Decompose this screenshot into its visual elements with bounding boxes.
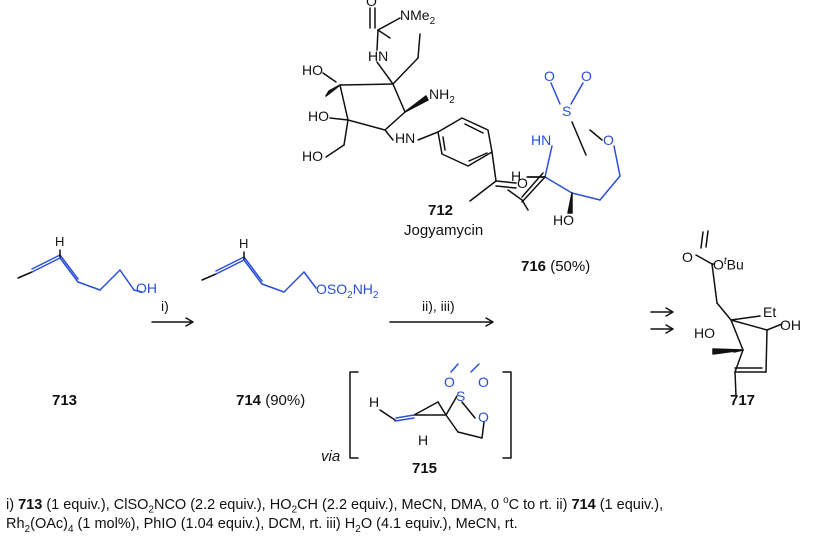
structure-714 [201,251,317,293]
atom-h-715b: H [418,432,429,448]
caption-line2-part: (OAc) [30,516,68,532]
caption-line2-part: 2 [24,523,31,535]
compound-717-number: 717 [730,392,756,409]
compound-714-label: 714 (90%) [236,392,306,409]
atom-h-715a: H [369,394,380,410]
arrow-step2 [389,317,494,327]
structure-717 [695,230,783,397]
compound-712-name: Jogyamycin [404,222,484,239]
caption-line1-part: 2 [148,504,154,516]
via-label: via [321,448,341,465]
conditions-line-2: Rh2(OAc)4 (1 mol%), PhIO (1.04 equiv.), … [6,513,518,541]
atom-oh-717: OH [780,317,801,333]
atom-s-716: S [562,103,572,119]
step2-label: ii), iii) [422,298,455,314]
caption-line1-part: C to rt. ii) [508,496,572,513]
compound-713-number: 713 [52,392,78,409]
compound-712-number: 712 [428,202,454,219]
atom-o-717a: O [682,249,693,265]
structure-713 [17,249,143,293]
compound-716-label: 716 (50%) [521,258,591,275]
atom-et: Et [763,304,777,320]
atom-otbu: OtBu [713,256,744,273]
atom-nh2: NH2 [429,86,455,106]
atom-hn-716: HN [531,132,552,148]
caption-line1-part: (1 equiv.), ClSO [42,496,149,513]
atom-ho-1: HO [302,62,323,78]
atom-o-carbonyl: O [366,0,377,9]
atom-ho-2: HO [308,108,329,124]
caption-line1-part: (1 equiv.), [595,496,664,513]
atom-ho-3: HO [302,148,323,164]
atom-nme2: NMe2 [400,7,436,27]
atom-o-716b: O [581,68,592,84]
caption-line1-part: CH (2.2 equiv.), MeCN, DMA, 0 [297,496,504,513]
atom-o-acetyl: O [517,175,528,191]
structure-715 [349,363,512,459]
atom-s-715: S [456,388,466,404]
atom-o-715c: O [478,409,489,425]
atom-hn-aryl: HN [395,130,416,146]
caption-line2-part: (1 mol%), PhIO (1.04 equiv.), DCM, rt. i… [73,516,356,532]
atom-hn: HN [368,48,389,64]
atom-oh-713: OH [136,280,157,296]
structure-712 [322,7,517,202]
caption-line2-part: 2 [355,523,361,535]
caption-line1-part: o [503,495,509,506]
caption-line1-part: 713 [18,496,43,513]
atom-oso2nh2: OSO2NH2 [316,281,379,301]
caption-line1-part: 714 [571,496,596,513]
atom-o-716a: O [544,68,555,84]
caption-line1-part: 2 [291,504,298,516]
atom-h-713: H [55,234,65,249]
arrow-step1 [151,317,194,327]
atom-h-714: H [239,236,249,251]
arrow-multistep [650,307,674,334]
conditions-line-1: i) 713 (1 equiv.), ClSO2NCO (2.2 equiv.)… [6,490,663,522]
atom-h-716: H [511,168,522,184]
caption-line1-part: i) [6,496,19,513]
step1-label: i) [161,298,169,314]
caption-line2-part: 4 [67,523,74,535]
structure-716 [507,82,621,214]
atom-ho-716: HO [553,212,574,228]
compound-715-number: 715 [412,460,438,477]
atom-ho-717: HO [694,325,715,341]
atom-o-716c: O [603,132,614,148]
caption-line2-part: Rh [6,516,25,532]
atom-o-715a: O [444,374,455,390]
caption-line1-part: NCO (2.2 equiv.), HO [153,496,292,513]
caption-line2-part: O (4.1 equiv.), MeCN, rt. [360,516,518,532]
atom-o-715b: O [478,374,489,390]
